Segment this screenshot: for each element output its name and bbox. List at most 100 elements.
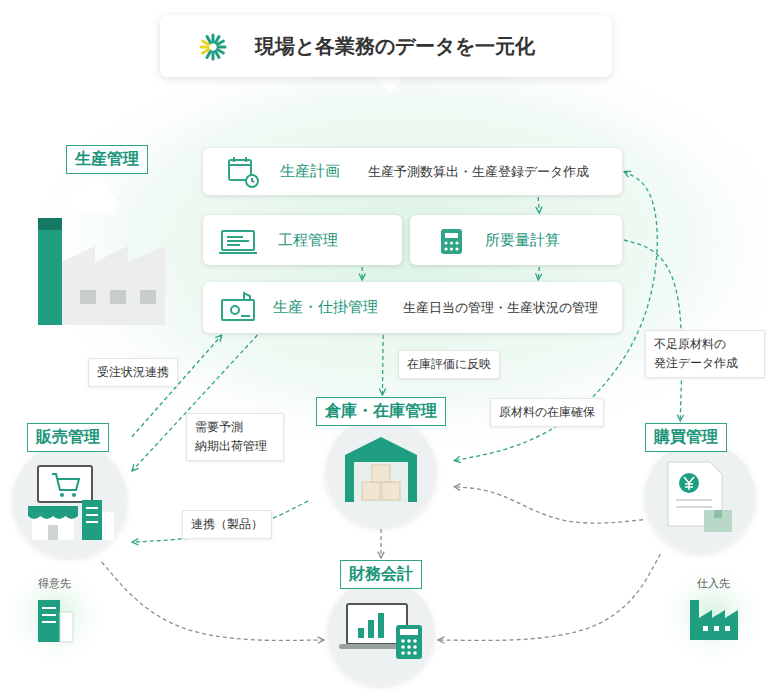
- node-title: 生産管理: [66, 145, 148, 174]
- warehouse-illustration: [345, 437, 417, 502]
- calculator-icon: [445, 233, 458, 238]
- accounting-illustration: [407, 651, 411, 655]
- edge-label: 連携（製品）: [182, 510, 272, 539]
- calculator-icon: [441, 229, 462, 254]
- node-title: 購買管理: [645, 423, 727, 452]
- logo-spoke: [207, 51, 211, 57]
- accounting-illustration: [396, 625, 422, 659]
- logo-spoke: [216, 37, 220, 43]
- calculator-icon: [450, 241, 453, 244]
- node-circles: [645, 442, 755, 552]
- production-icon: [241, 315, 250, 317]
- factory-illustration: [38, 218, 62, 325]
- shop-illustration: [28, 466, 114, 540]
- place-label: 得意先: [38, 576, 71, 591]
- node-title: 所要量計算: [485, 231, 560, 250]
- connector: [132, 501, 308, 542]
- factory-illustration: [62, 246, 165, 325]
- calculator-icon: [455, 241, 458, 244]
- production-icon: [222, 293, 254, 320]
- production-icon: [231, 306, 239, 314]
- production-icon: [244, 293, 250, 300]
- calendar-icon: [246, 175, 258, 187]
- place-label: 仕入先: [697, 576, 730, 591]
- logo-mark: [201, 35, 225, 59]
- accounting-illustration: [413, 639, 417, 643]
- accounting-illustration: [378, 613, 384, 638]
- accounting-illustration: [413, 645, 417, 649]
- shop-illustration: [72, 493, 76, 497]
- title-text: 現場と各業務のデータを一元化: [255, 33, 535, 60]
- background-glow: [657, 560, 767, 670]
- factory-illustration: [38, 218, 62, 230]
- accounting-illustration: [368, 620, 374, 638]
- schedule-icon: [219, 252, 257, 254]
- factory-illustration: [38, 181, 165, 325]
- module-node: 販売管理: [12, 423, 130, 560]
- node-circles: [326, 417, 436, 527]
- node-circles: [328, 579, 434, 685]
- title-pointer: [376, 76, 404, 94]
- connector: [538, 197, 539, 213]
- accounting-illustration: [407, 645, 411, 649]
- connector: [438, 554, 660, 640]
- node-title: 生産・仕掛管理: [273, 298, 403, 317]
- node-title: 生産計画: [280, 162, 368, 181]
- logo-spoke: [212, 52, 215, 59]
- node-title: 工程管理: [278, 231, 338, 250]
- warehouse-illustration: [362, 482, 380, 500]
- shop-illustration: [48, 525, 58, 540]
- factory-illustration: [74, 200, 116, 212]
- logo-spoke: [218, 46, 225, 49]
- logo-spoke: [203, 41, 209, 45]
- supplier-factory: [690, 600, 738, 640]
- customer-building: [42, 614, 56, 616]
- calculator-icon: [444, 247, 447, 250]
- factory-illustration: [80, 290, 96, 304]
- logo-spoke: [216, 51, 220, 57]
- calculator-icon: [441, 229, 462, 254]
- connector: [538, 267, 539, 280]
- logo-spoke: [207, 37, 211, 43]
- invoice-illustration: [714, 510, 722, 518]
- shop-illustration: [86, 521, 98, 523]
- shop-illustration: [86, 514, 98, 516]
- invoice-illustration: [676, 506, 712, 508]
- invoice-illustration: [668, 462, 732, 532]
- supplier-factory: [690, 600, 699, 640]
- customer-building: [60, 612, 73, 642]
- customer-building: [42, 621, 56, 623]
- calendar-icon: [229, 164, 251, 166]
- customer-building: [42, 607, 56, 609]
- shop-illustration: [32, 515, 74, 540]
- supplier-factory: [714, 626, 719, 631]
- factory-illustration: [140, 290, 156, 304]
- background-glow: [0, 30, 768, 670]
- node-circles: [13, 443, 127, 557]
- process-box: 生産計画生産予測数算出・生産登録データ作成: [203, 148, 622, 195]
- calendar-icon: [229, 160, 251, 180]
- calendar-icon: [245, 157, 247, 162]
- accounting-illustration: [358, 628, 364, 638]
- calculator-icon: [444, 241, 447, 244]
- calculator-icon: [455, 247, 458, 250]
- shop-illustration: [60, 493, 64, 497]
- shop-illustration: [86, 507, 98, 509]
- shop-illustration: [28, 506, 78, 516]
- connector: [380, 529, 381, 558]
- title-callout: 現場と各業務のデータを一元化: [160, 15, 612, 77]
- edge-label: 受注状況連携: [88, 358, 178, 387]
- logo-spoke: [201, 46, 208, 49]
- accounting-illustration: [401, 639, 405, 643]
- supplier-factory: [699, 610, 738, 640]
- node-title: 財務会計: [340, 560, 422, 589]
- calendar-icon: [229, 157, 258, 187]
- node-description: 生産予測数算出・生産登録データ作成: [368, 163, 589, 181]
- edge-label: 需要予測 納期出荷管理: [186, 413, 284, 461]
- supplier-factory: [703, 626, 708, 631]
- calendar-icon: [233, 157, 235, 162]
- module-node: 生産管理: [66, 145, 148, 174]
- node-title: 販売管理: [27, 423, 109, 452]
- calculator-icon: [444, 241, 458, 250]
